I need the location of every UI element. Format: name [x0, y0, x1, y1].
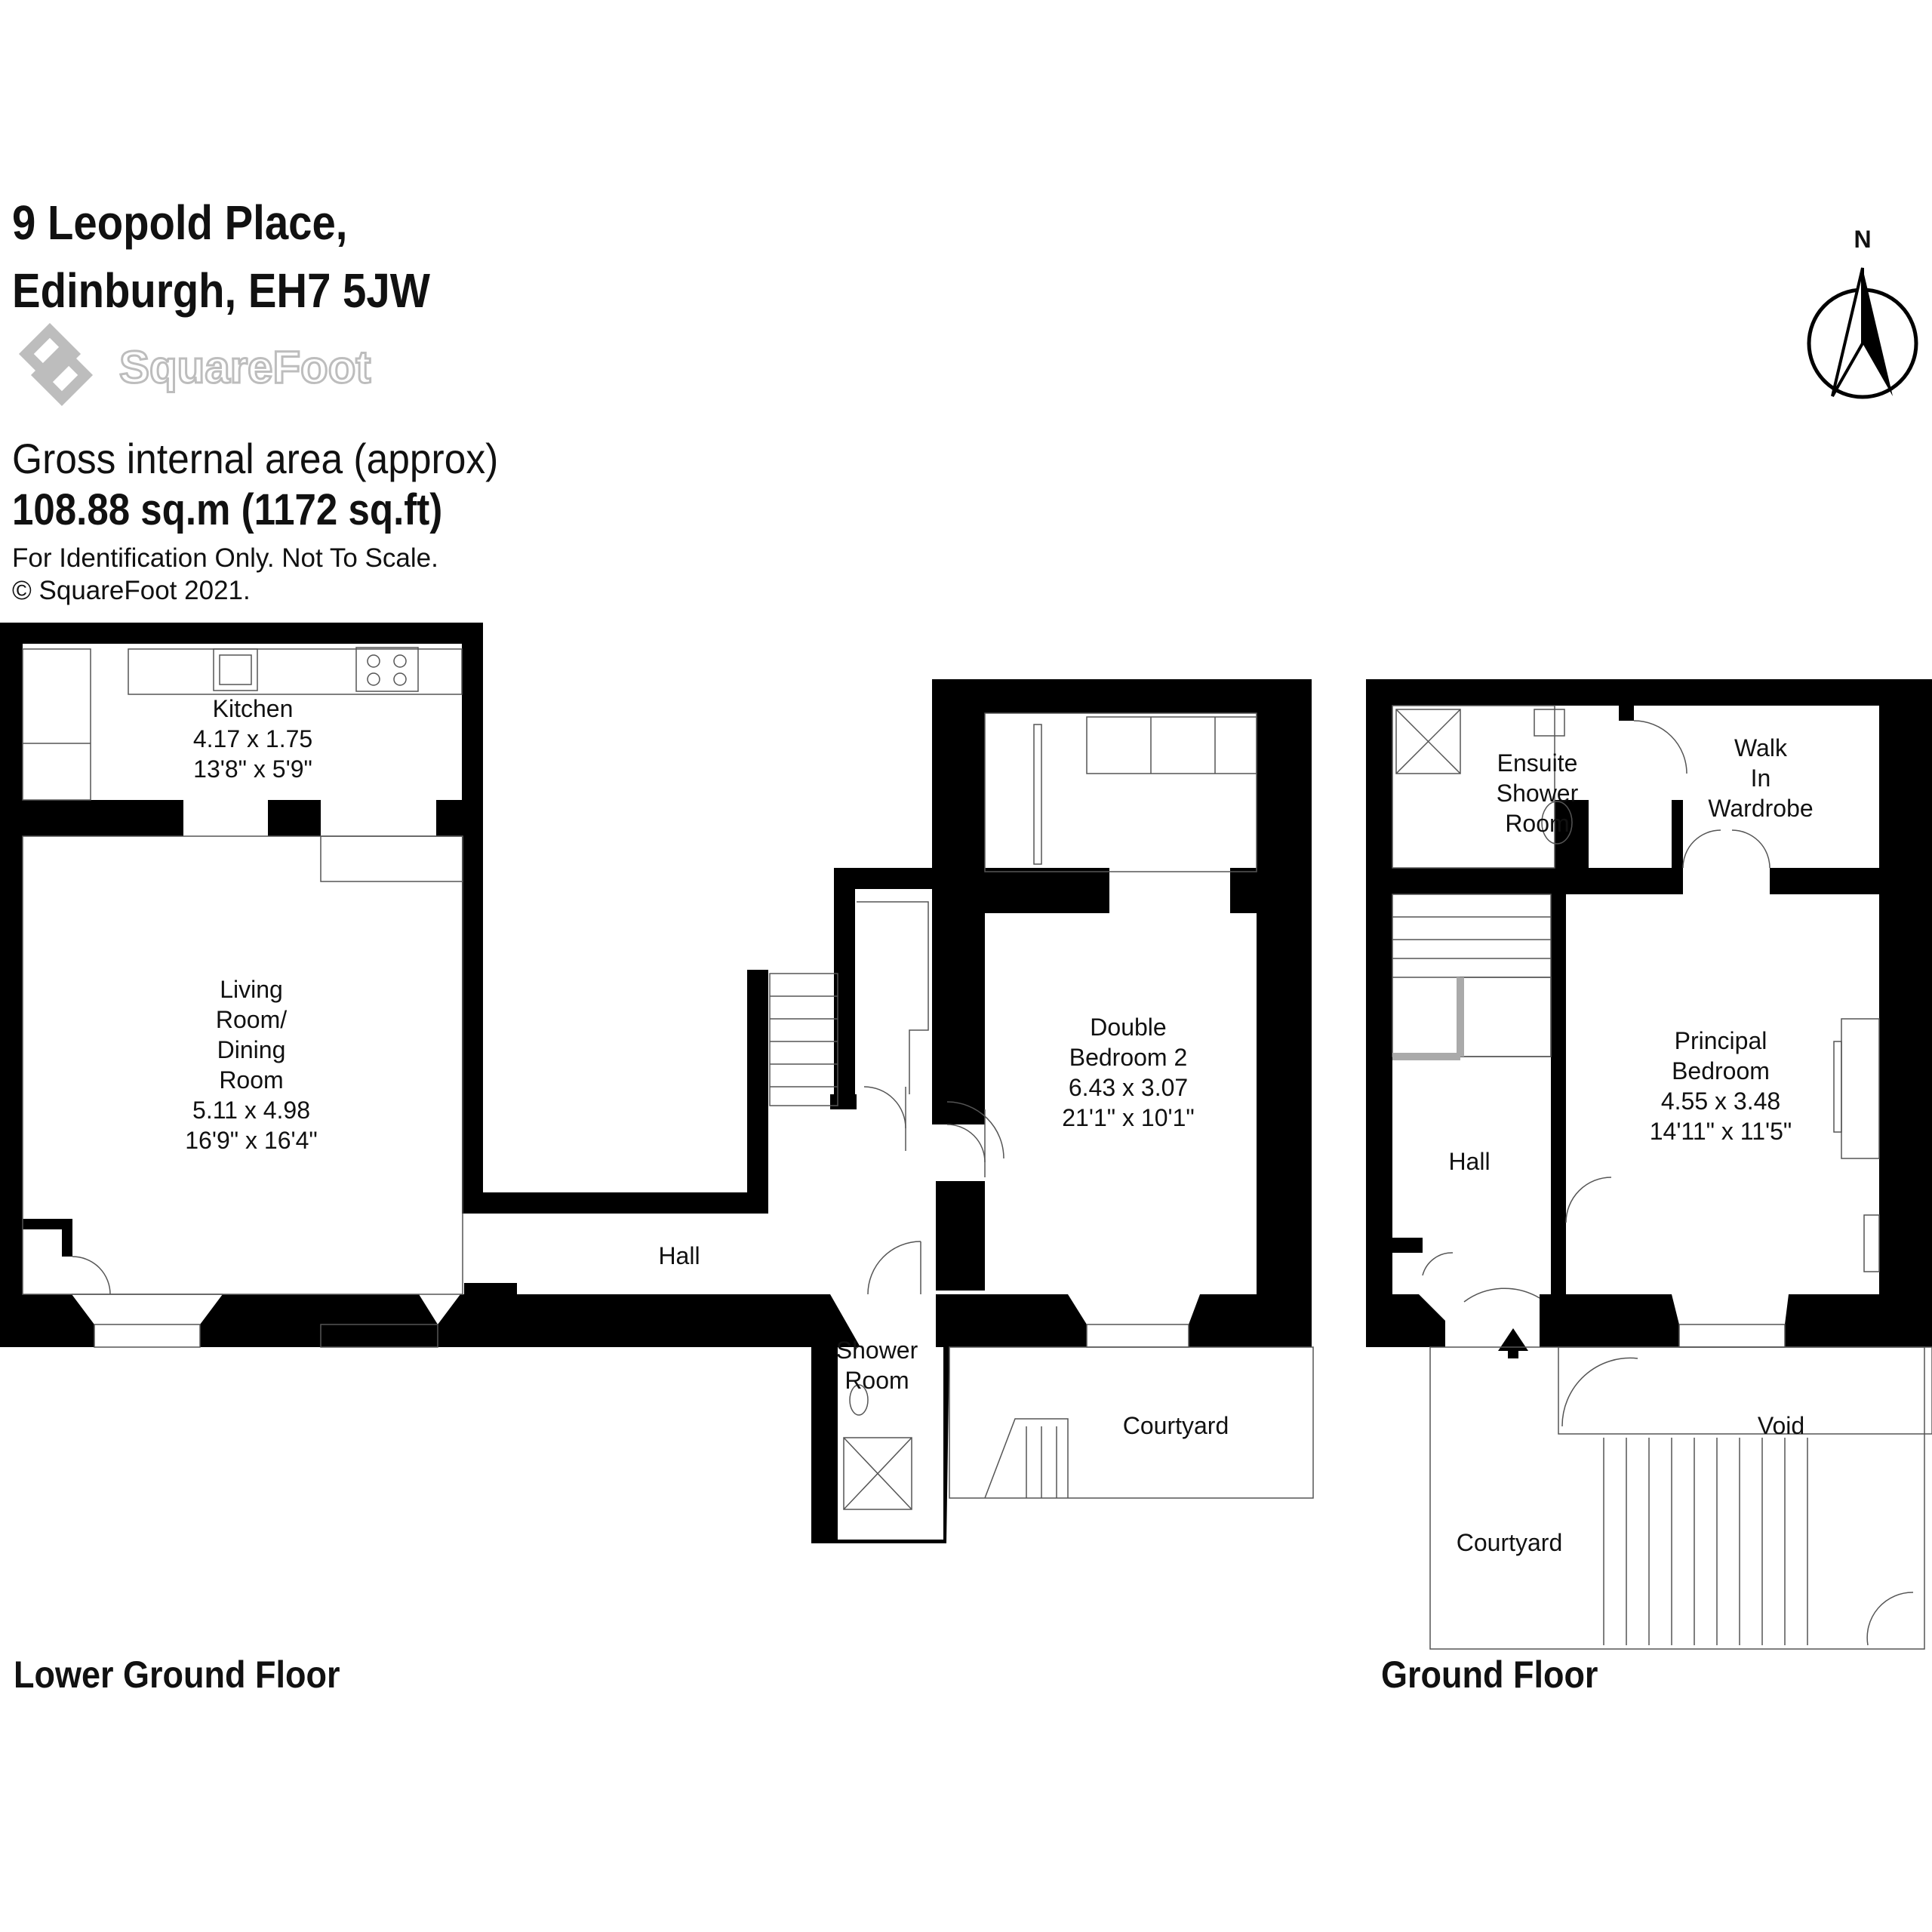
lower-ground-floor-label: Lower Ground Floor — [14, 1654, 340, 1696]
svg-text:6.43 x 3.07: 6.43 x 3.07 — [1069, 1074, 1188, 1101]
svg-text:Shower: Shower — [1497, 780, 1579, 807]
room-living-dining: Living Room/ Dining Room 5.11 x 4.98 16'… — [185, 976, 318, 1154]
room-kitchen: Kitchen 4.17 x 1.75 13'8" x 5'9" — [193, 695, 312, 783]
gross-area-value: 108.88 sq.m (1172 sq.ft) — [12, 485, 443, 534]
svg-text:Room: Room — [844, 1367, 909, 1394]
svg-text:Living: Living — [220, 976, 283, 1003]
svg-text:Room: Room — [1505, 810, 1569, 837]
ground-floor-plan — [1366, 679, 1932, 1650]
lower-ground-floor-plan — [0, 623, 1314, 1543]
room-ensuite-shower: Ensuite Shower Room — [1497, 749, 1579, 837]
room-shower: Shower Room — [836, 1337, 918, 1394]
svg-text:Ensuite: Ensuite — [1497, 749, 1578, 777]
svg-text:14'11" x 11'5": 14'11" x 11'5" — [1650, 1118, 1792, 1145]
address-line-1: 9 Leopold Place, — [12, 195, 348, 250]
gross-area-label: Gross internal area (approx) — [12, 435, 499, 482]
svg-text:16'9" x 16'4": 16'9" x 16'4" — [185, 1127, 318, 1154]
squarefoot-logo-mark-icon — [18, 322, 94, 407]
svg-text:Bedroom: Bedroom — [1672, 1057, 1770, 1084]
svg-text:4.17 x 1.75: 4.17 x 1.75 — [193, 725, 312, 752]
room-walk-in-wardrobe: Walk In Wardrobe — [1708, 734, 1813, 822]
room-principal-bedroom: Principal Bedroom 4.55 x 3.48 14'11" x 1… — [1650, 1027, 1792, 1145]
svg-text:Double: Double — [1090, 1014, 1166, 1041]
svg-text:Kitchen: Kitchen — [213, 695, 294, 722]
svg-text:In: In — [1751, 764, 1771, 792]
room-ground-courtyard: Courtyard — [1457, 1529, 1563, 1556]
north-compass-icon: N — [1807, 226, 1918, 399]
svg-text:21'1" x 10'1": 21'1" x 10'1" — [1062, 1104, 1195, 1131]
svg-text:Principal: Principal — [1675, 1027, 1767, 1054]
svg-text:Shower: Shower — [836, 1337, 918, 1364]
squarefoot-logo-text: SquareFoot — [119, 342, 371, 392]
svg-text:Dining: Dining — [217, 1036, 286, 1063]
svg-text:13'8" x 5'9": 13'8" x 5'9" — [193, 755, 312, 783]
svg-text:4.55 x 3.48: 4.55 x 3.48 — [1661, 1088, 1780, 1115]
disclaimer-text: For Identification Only. Not To Scale. — [12, 543, 438, 573]
room-lower-hall: Hall — [658, 1242, 700, 1269]
copyright-text: © SquareFoot 2021. — [12, 576, 251, 605]
compass-north-label: N — [1854, 226, 1871, 253]
svg-text:Room: Room — [219, 1066, 283, 1094]
room-ground-hall: Hall — [1448, 1148, 1490, 1175]
squarefoot-logo: SquareFoot — [18, 322, 372, 407]
address-line-2: Edinburgh, EH7 5JW — [12, 263, 430, 318]
svg-text:Room/: Room/ — [216, 1006, 287, 1033]
room-lower-courtyard: Courtyard — [1123, 1412, 1229, 1439]
ground-floor-label: Ground Floor — [1381, 1654, 1598, 1696]
room-void: Void — [1758, 1412, 1804, 1439]
svg-text:Wardrobe: Wardrobe — [1708, 795, 1813, 822]
svg-text:5.11 x 4.98: 5.11 x 4.98 — [192, 1097, 310, 1124]
room-double-bedroom-2: Double Bedroom 2 6.43 x 3.07 21'1" x 10'… — [1062, 1014, 1195, 1131]
svg-text:Walk: Walk — [1734, 734, 1788, 761]
svg-text:Bedroom 2: Bedroom 2 — [1069, 1044, 1188, 1071]
